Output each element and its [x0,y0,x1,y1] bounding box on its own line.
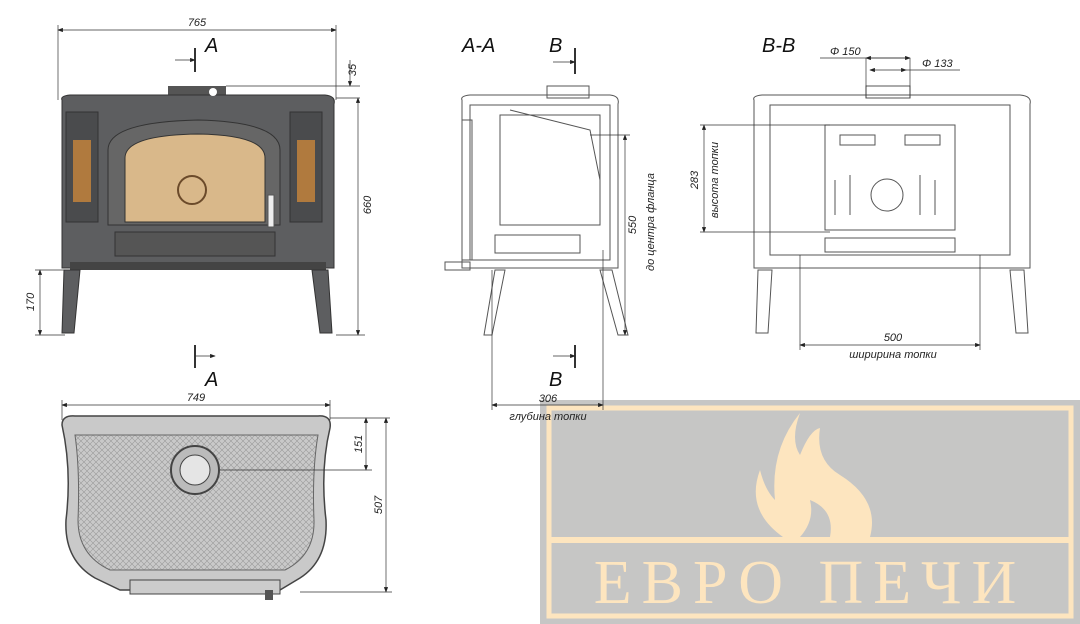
firebox-width-caption: ширирина топки [849,349,936,361]
flange-height-dim: 550 [627,215,639,234]
flame-icon [755,413,872,537]
top-view [61,415,331,600]
front-height-dim: 660 [362,195,374,214]
front-dimensions [35,25,365,368]
firebox-width-dim: 500 [884,332,903,344]
top-depth-dim: 507 [373,495,385,514]
section-bb-view [753,85,1031,334]
front-view [61,86,335,334]
section-aa-dimensions [491,48,630,410]
left-leg [61,269,81,334]
section-bb-title: B-B [762,35,795,57]
section-bb-dimensions [700,55,981,350]
flange-height-caption: до центра фланца [645,173,657,271]
watermark-logo: ЕВРО ПЕЧИ [540,400,1080,624]
section-mark-a-bottom: A [204,369,218,391]
firebox-depth-dim: 306 [539,393,558,405]
watermark-text: ЕВРО ПЕЧИ [594,549,1026,617]
flue-height-dim: 35 [347,63,359,76]
section-mark-a-top: A [204,35,218,57]
firebox-depth-caption: глубина топки [509,411,586,423]
right-leg [311,269,333,334]
firebox-height-dim: 283 [689,170,701,190]
section-mark-b-top: B [549,35,562,57]
leg-height-dim: 170 [25,292,37,311]
top-width-dim: 749 [187,392,205,404]
front-width-dim: 765 [188,17,207,29]
section-aa-view [444,85,629,336]
firebox-height-caption: высота топки [709,142,721,218]
top-dimensions [61,400,392,593]
outer-flue-diameter: Φ 150 [830,46,861,58]
section-mark-b-bottom: B [549,369,562,391]
inner-flue-diameter: Φ 133 [922,58,953,70]
section-aa-title: A-A [461,35,495,57]
flue-offset-dim: 151 [353,435,365,453]
